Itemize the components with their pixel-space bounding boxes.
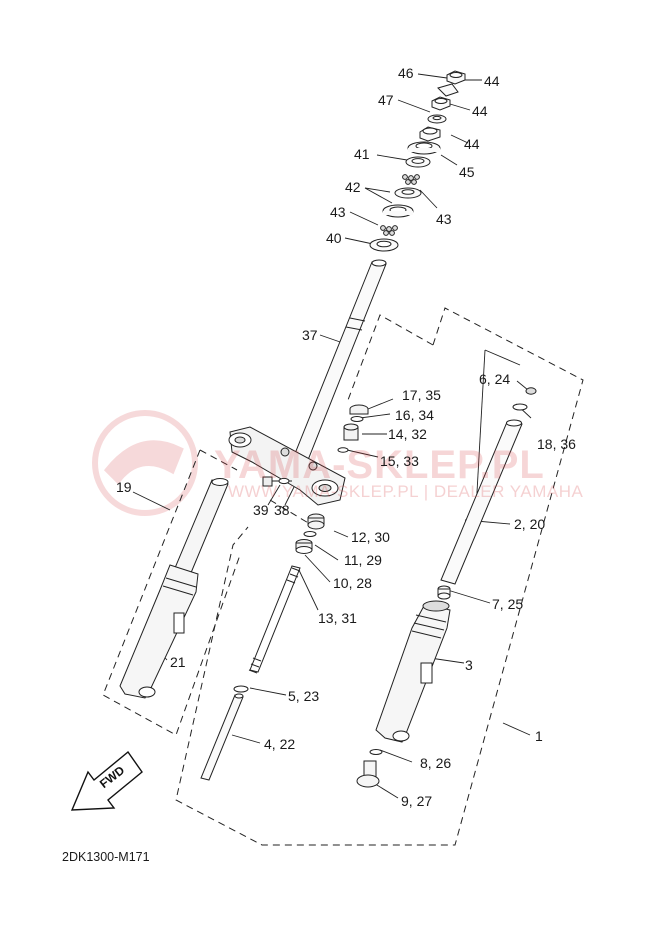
- callout-12-30: 12, 30: [351, 529, 390, 545]
- callout-1: 1: [535, 728, 543, 744]
- callout-10-28: 10, 28: [333, 575, 372, 591]
- washer-46: [437, 83, 459, 97]
- callout-43a: 43: [330, 204, 346, 220]
- under-bracket: [228, 426, 346, 506]
- callout-16-34: 16, 34: [395, 407, 434, 423]
- bolt-9: [356, 760, 380, 788]
- damper-rod-4: [200, 685, 249, 781]
- piston-10: [295, 539, 313, 554]
- nut-44c: [419, 126, 441, 142]
- bolt-14: [343, 423, 359, 441]
- callout-4-22: 4, 22: [264, 736, 296, 752]
- washer-8: [369, 749, 383, 755]
- oring-11: [303, 531, 317, 537]
- callout-5-23: 5, 23: [288, 688, 320, 704]
- bearing-race-45: [407, 141, 441, 155]
- ring-18: [512, 403, 528, 411]
- balls-43b: [380, 225, 398, 236]
- race-42a: [394, 187, 422, 199]
- callout-45: 45: [459, 164, 475, 180]
- right-fork-small-parts: [295, 404, 369, 554]
- callout-15-33: 15, 33: [380, 453, 419, 469]
- callout-19: 19: [116, 479, 132, 495]
- callout-21: 21: [170, 654, 186, 670]
- outer-tube-3: [356, 600, 451, 788]
- callout-9-27: 9, 27: [401, 793, 433, 809]
- cap-17: [349, 404, 369, 415]
- watermark-main: YAMA-SKLEP.PL: [214, 443, 545, 487]
- plug-6: [525, 387, 537, 395]
- callout-13-31: 13, 31: [318, 610, 357, 626]
- callout-7-25: 7, 25: [492, 596, 524, 612]
- watermark-sub: WWW.YAMA-SKLEP.PL | DEALER YAMAHA: [228, 482, 584, 501]
- ring-5: [233, 685, 249, 693]
- callout-43b: 43: [436, 211, 452, 227]
- callout-37: 37: [302, 327, 318, 343]
- damper-12: [307, 513, 325, 530]
- fwd-arrow: [70, 750, 143, 811]
- nut-44a: [446, 70, 466, 85]
- left-fork-assembly-19: [119, 478, 229, 699]
- callout-11-29: 11, 29: [344, 552, 382, 568]
- callout-14-32: 14, 32: [388, 426, 427, 442]
- diagram-code: 2DK1300-M171: [62, 850, 150, 864]
- callout-18-36: 18, 36: [537, 436, 576, 452]
- callout-44a: 44: [484, 73, 500, 89]
- steering-stack-parts: [369, 70, 466, 252]
- callout-44c: 44: [464, 136, 480, 152]
- washer-47: [427, 114, 447, 124]
- callout-6-24: 6, 24: [479, 371, 511, 387]
- seal-40: [369, 238, 399, 252]
- leader-lines: [132, 73, 532, 799]
- balls-43a: [402, 174, 420, 185]
- oring-15: [337, 447, 349, 453]
- race-41: [405, 156, 431, 168]
- nut-44b: [431, 96, 451, 111]
- callout-44b: 44: [472, 103, 488, 119]
- callout-41: 41: [354, 146, 370, 162]
- callout-40: 40: [326, 230, 342, 246]
- callout-39: 39: [253, 502, 269, 518]
- race-42b: [382, 204, 414, 218]
- bracket-bolt-39: [262, 476, 292, 487]
- inner-tube-2: [437, 387, 537, 600]
- callout-2-20: 2, 20: [514, 516, 546, 532]
- callout-47: 47: [378, 92, 394, 108]
- callout-38: 38: [274, 502, 290, 518]
- callout-3: 3: [465, 657, 473, 673]
- bush-7: [437, 585, 451, 600]
- callout-17-35: 17, 35: [402, 387, 441, 403]
- callout-42: 42: [345, 179, 361, 195]
- callout-8-26: 8, 26: [420, 755, 452, 771]
- steering-stem-37: [289, 259, 387, 471]
- spring-13: [248, 565, 301, 674]
- callout-46: 46: [398, 65, 414, 81]
- oring-16: [350, 416, 364, 422]
